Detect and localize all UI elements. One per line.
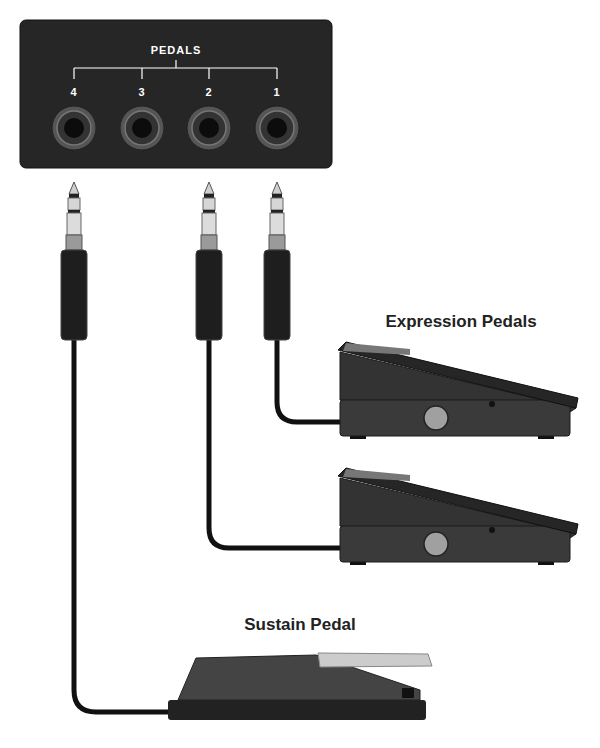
jack-hole — [64, 118, 84, 138]
jack-panel: PEDALS 4 3 2 1 — [20, 20, 332, 168]
shape — [61, 250, 87, 340]
shape — [202, 213, 216, 235]
shape — [272, 182, 282, 194]
jack-ring — [57, 111, 91, 145]
jack-nut — [187, 106, 231, 150]
jack-ring — [192, 111, 226, 145]
shape — [489, 401, 495, 407]
jack-nut — [255, 106, 299, 150]
shape — [343, 469, 410, 481]
jack-nut — [52, 106, 96, 150]
jack-panel — [20, 20, 332, 168]
shape — [424, 532, 448, 556]
shape — [69, 182, 79, 194]
expression-pedals — [338, 342, 578, 565]
jacks — [52, 106, 299, 150]
sustain-pedal — [168, 653, 432, 720]
jack-ring — [125, 111, 159, 145]
jack-hole — [267, 118, 287, 138]
shape — [269, 235, 285, 250]
expression-pedal — [338, 468, 578, 565]
pedal-label: Expression Pedals — [385, 312, 536, 332]
shape — [338, 468, 578, 534]
shape — [489, 527, 495, 533]
shape — [203, 198, 215, 210]
shape — [264, 250, 290, 340]
plug — [61, 182, 87, 340]
plug — [264, 182, 290, 340]
shape — [340, 400, 570, 436]
jack-number: 2 — [205, 86, 212, 98]
shape — [196, 250, 222, 340]
shape — [340, 526, 570, 562]
plug — [196, 182, 222, 340]
shape — [272, 194, 282, 198]
jack-number: 4 — [70, 86, 77, 98]
expression-pedal — [338, 342, 578, 439]
shape — [201, 235, 217, 250]
shape — [271, 198, 283, 210]
plugs — [61, 182, 290, 340]
jack-hole — [199, 118, 219, 138]
shape — [69, 194, 79, 198]
jack-hole — [132, 118, 152, 138]
jack-number: 1 — [273, 86, 280, 98]
pedal-label: Sustain Pedal — [244, 615, 355, 635]
shape — [338, 342, 578, 408]
shape — [67, 213, 81, 235]
bracket — [74, 60, 277, 79]
panel-heading: PEDALS — [151, 44, 202, 56]
shape — [204, 182, 214, 194]
shape — [66, 235, 82, 250]
shape — [270, 213, 284, 235]
shape — [204, 194, 214, 198]
shape — [343, 343, 410, 355]
jack-number: 3 — [138, 86, 145, 98]
shape — [68, 198, 80, 210]
jack-ring — [260, 111, 294, 145]
jack-nut — [120, 106, 164, 150]
shape — [424, 406, 448, 430]
